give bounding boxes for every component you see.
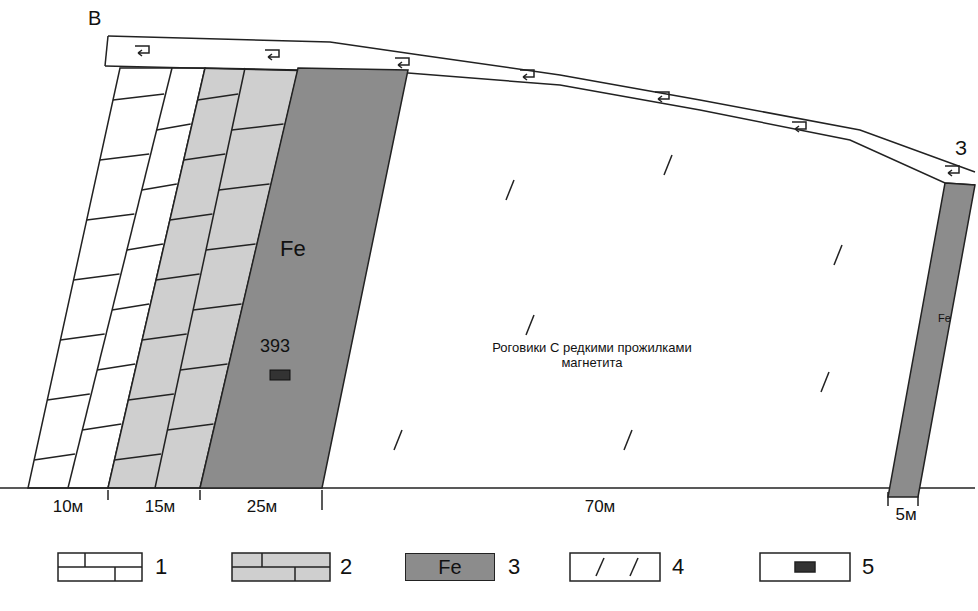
direction-label: З — [955, 138, 967, 158]
legend-number: 2 — [340, 556, 352, 578]
dimension-label: 5м — [895, 506, 916, 523]
direction-label: В — [88, 8, 101, 28]
dimension-label: 10м — [53, 498, 84, 515]
surface-line — [105, 66, 975, 185]
hornfels-pattern — [394, 155, 842, 450]
dimension-label: 70м — [585, 498, 616, 515]
hornfels-region: Роговики С редкими прожилками магнетита — [322, 66, 962, 496]
legend-samples — [58, 553, 850, 581]
legend-number: 4 — [672, 556, 684, 578]
surface-symbols — [135, 46, 959, 176]
sample-marker — [270, 370, 290, 380]
dimension-ticks — [108, 490, 918, 510]
legend-number: 5 — [862, 556, 874, 578]
dimension-label: 25м — [247, 498, 278, 515]
surface-line — [108, 36, 975, 172]
baseline — [0, 487, 975, 489]
ore-band: Fe — [886, 180, 978, 498]
sample-number: 393 — [260, 336, 290, 357]
band-outline — [200, 68, 410, 490]
band-outline — [886, 180, 978, 498]
legend-symbol: Fe — [438, 557, 461, 577]
surface-line — [105, 36, 108, 66]
dimension-label: 15м — [145, 498, 176, 515]
legend-number: 1 — [155, 556, 167, 578]
band-label: Fe — [938, 312, 951, 325]
band-label: Роговики С редкими прожилками магнетита — [477, 341, 707, 371]
band-label: Fe — [280, 236, 306, 261]
ore-band: Fe 393 — [200, 68, 410, 490]
band-outline — [322, 66, 962, 496]
legend-number: 3 — [508, 556, 520, 578]
